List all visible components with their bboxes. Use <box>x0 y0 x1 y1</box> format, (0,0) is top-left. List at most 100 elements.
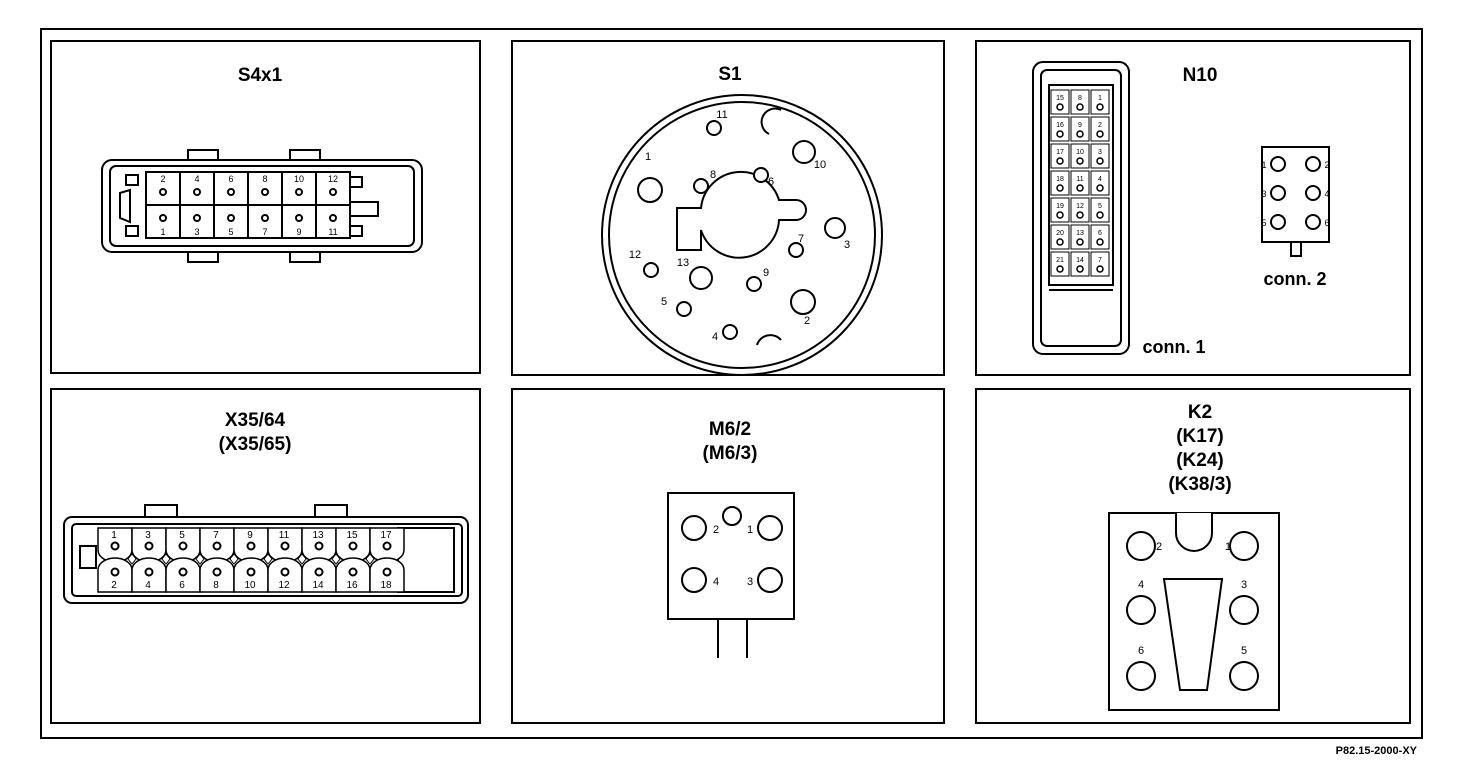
pin-7 <box>1096 265 1104 273</box>
pin-label-13: 13 <box>1076 230 1084 237</box>
pin-3 <box>1270 185 1286 201</box>
pin-12 <box>643 262 659 278</box>
pin-cell <box>1090 197 1110 223</box>
pin-label-5: 5 <box>179 530 185 541</box>
key-slot <box>125 174 139 186</box>
pin-label-14: 14 <box>312 580 324 591</box>
pin-label-19: 19 <box>1056 203 1064 210</box>
pin-4 <box>681 567 707 593</box>
pin-label-6: 6 <box>1138 645 1144 657</box>
pin-cell <box>1070 224 1090 250</box>
pin-16 <box>348 567 358 577</box>
pin-4 <box>144 567 154 577</box>
key-slot <box>1175 513 1213 552</box>
pin-label-18: 18 <box>380 580 392 591</box>
pin-label-11: 11 <box>279 530 290 541</box>
pin-17 <box>382 541 392 551</box>
pin-11 <box>329 214 337 222</box>
key-hole <box>722 506 742 526</box>
pin-1 <box>159 214 167 222</box>
pin-cell <box>1090 116 1110 142</box>
pin-label-18: 18 <box>1056 176 1064 183</box>
panel-s4x1 <box>50 40 481 374</box>
key-tab <box>349 201 379 217</box>
pin-label-1: 1 <box>1098 95 1102 102</box>
pin-6 <box>178 567 188 577</box>
pin-label-14: 14 <box>1076 257 1084 264</box>
pin-2 <box>110 567 120 577</box>
pin-9 <box>295 214 303 222</box>
diagram-frame <box>40 28 1423 739</box>
pin-label-2: 2 <box>160 174 165 184</box>
pin-label-4: 4 <box>1138 579 1144 591</box>
pin-label-6: 6 <box>1098 230 1102 237</box>
panel-m6 <box>511 388 945 724</box>
pin-label-1: 1 <box>747 524 753 536</box>
pin-label-13: 13 <box>312 530 324 541</box>
pin-7 <box>212 541 222 551</box>
pin-label-3: 3 <box>844 239 850 251</box>
pin-11 <box>706 120 722 136</box>
pin-cell <box>1070 170 1090 196</box>
pin-label-16: 16 <box>346 580 358 591</box>
key-slot <box>349 176 363 188</box>
keying-block <box>397 527 455 593</box>
pin-cell <box>1090 224 1110 250</box>
subtitle-k38-3: (K38/3) <box>1168 474 1232 495</box>
pin-10 <box>1076 157 1084 165</box>
pin-cell <box>1050 224 1070 250</box>
pin-label-9: 9 <box>296 227 301 237</box>
pin-2 <box>681 515 707 541</box>
pin-2 <box>1305 156 1321 172</box>
pin-19 <box>1056 211 1064 219</box>
pin-18 <box>382 567 392 577</box>
subtitle-m6: (M6/3) <box>702 443 758 464</box>
pin-5 <box>178 541 188 551</box>
pin-label-8: 8 <box>1078 95 1082 102</box>
pin-spacer <box>161 553 171 565</box>
pin-label-11: 11 <box>328 227 337 237</box>
pin-2 <box>1096 130 1104 138</box>
pin-cell <box>1090 251 1110 277</box>
pin-label-9: 9 <box>763 267 769 279</box>
pin-label-3: 3 <box>145 530 151 541</box>
latch-tab <box>289 149 321 161</box>
pin-label-21: 21 <box>1056 257 1064 264</box>
pin-5 <box>227 214 235 222</box>
pin-10 <box>792 140 816 164</box>
pin-label-7: 7 <box>262 227 267 237</box>
pin-label-6: 6 <box>768 176 774 188</box>
pin-8 <box>1076 103 1084 111</box>
pin-label-5: 5 <box>228 227 233 237</box>
latch-tab <box>144 504 178 518</box>
pin-3 <box>1229 595 1259 625</box>
pin-4 <box>722 324 738 340</box>
pin-2 <box>1126 531 1156 561</box>
pin-10 <box>246 567 256 577</box>
pin-7 <box>788 242 804 258</box>
pin-label-15: 15 <box>346 530 358 541</box>
pin-cell <box>1050 197 1070 223</box>
pin-3 <box>1096 157 1104 165</box>
pin-label-4: 4 <box>194 174 199 184</box>
pin-label-5: 5 <box>1098 203 1102 210</box>
pin-4 <box>1126 595 1156 625</box>
pin-label-7: 7 <box>213 530 219 541</box>
pin-15 <box>1056 103 1064 111</box>
pin-label-11: 11 <box>716 109 727 121</box>
pin-11 <box>280 541 290 551</box>
title-x35: X35/64 <box>224 410 286 431</box>
pin-cell <box>1070 251 1090 277</box>
pin-1 <box>757 515 783 541</box>
pin-18 <box>1056 184 1064 192</box>
pin-6 <box>1126 661 1156 691</box>
pin-label-2: 2 <box>804 315 810 327</box>
pin-6 <box>1096 238 1104 246</box>
pin-4 <box>1305 185 1321 201</box>
pin-1 <box>1229 531 1259 561</box>
pin-15 <box>348 541 358 551</box>
center-keyway <box>676 170 807 259</box>
